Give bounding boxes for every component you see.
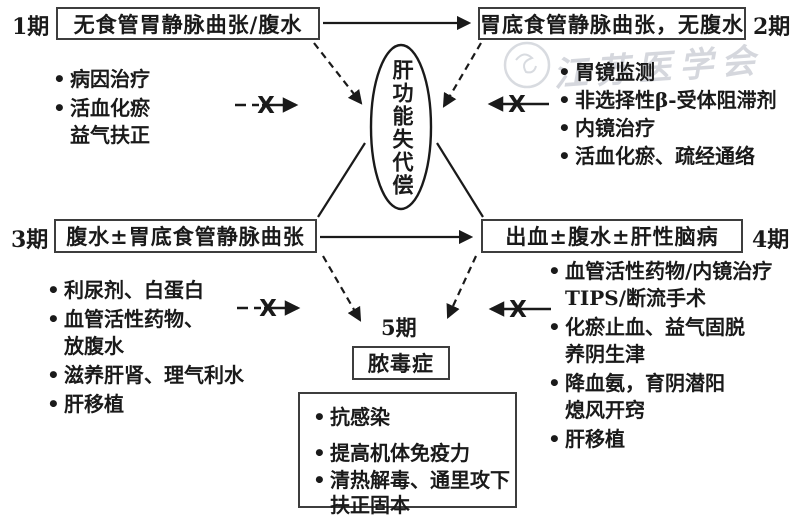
- dashed-arrow-stage1-to-decompensation: [313, 42, 363, 105]
- list-item: 活血化瘀、疏经通络: [558, 143, 777, 169]
- block-x-mark: X: [509, 297, 527, 323]
- list-item: 利尿剂、白蛋白: [47, 277, 244, 304]
- stage4-box: 出血±腹水±肝性脑病: [481, 219, 743, 253]
- stage5-treatment-box: 抗感染 提高机体免疫力 清热解毒、通里攻下 扶正固本: [298, 392, 517, 517]
- blocked-arrow-stage1: X: [235, 93, 299, 119]
- list-item: 滋养肝肾、理气利水: [47, 362, 244, 389]
- stage3-treatment-list: 利尿剂、白蛋白 血管活性药物、 放腹水 滋养肝肾、理气利水 肝移植: [47, 277, 244, 420]
- stage1-box: 无食管胃静脉曲张/腹水: [56, 7, 320, 40]
- list-item: 血管活性药物、 放腹水: [47, 306, 244, 360]
- list-item: 清热解毒、通里攻下 扶正固本: [313, 468, 511, 518]
- dashed-arrow-stage3-to-stage5: [322, 255, 362, 322]
- list-item: 抗感染: [313, 405, 511, 430]
- list-item: 非选择性β-受体阻滞剂: [558, 87, 777, 113]
- blocked-arrow-stage4: X: [488, 297, 551, 323]
- stage5-box: 脓毒症: [352, 346, 450, 380]
- blocked-arrow-stage3: X: [237, 296, 301, 322]
- stage5-treatment-list: 抗感染 提高机体免疫力 清热解毒、通里攻下 扶正固本: [300, 394, 515, 518]
- dashed-arrow-stage4-to-stage5: [446, 255, 477, 319]
- list-item: 内镜治疗: [558, 115, 777, 141]
- list-item: 活血化瘀 益气扶正: [53, 95, 150, 149]
- list-item: 肝移植: [47, 391, 244, 418]
- dashed-arrow-stage2-to-decompensation: [442, 42, 482, 108]
- stage2-box: 胃底食管静脉曲张，无腹水: [478, 7, 746, 40]
- blocked-arrow-stage2: X: [487, 92, 549, 118]
- block-x-mark: X: [259, 296, 277, 322]
- list-item: 提高机体免疫力: [313, 441, 511, 466]
- list-item: 肝移植: [548, 426, 772, 453]
- block-x-mark: X: [257, 93, 275, 119]
- stage2-treatment-list: 胃镜监测 非选择性β-受体阻滞剂 内镜治疗 活血化瘀、疏经通络: [558, 59, 777, 171]
- stage3-box: 腹水±胃底食管静脉曲张: [54, 219, 317, 253]
- stage3-label: 3期: [11, 227, 49, 253]
- list-item: 化瘀止血、益气固脱 养阴生津: [548, 314, 772, 368]
- list-item: 胃镜监测: [558, 59, 777, 85]
- line-decompensation-to-stage4: [436, 142, 484, 218]
- list-item: 降血氨，育阴潜阳 熄风开窍: [548, 370, 772, 424]
- list-item: 血管活性药物/内镜治疗 TIPS/断流手术: [548, 258, 772, 312]
- decompensation-ellipse: [369, 43, 433, 211]
- decompensation-label: 肝功能失代偿: [390, 59, 415, 197]
- stage1-treatment-list: 病因治疗 活血化瘀 益气扶正: [53, 66, 150, 151]
- list-item: 病因治疗: [53, 66, 150, 93]
- stage4-label: 4期: [752, 227, 790, 253]
- block-x-mark: X: [508, 92, 526, 118]
- line-decompensation-to-stage3: [317, 142, 366, 218]
- stage1-label: 1期: [12, 14, 50, 40]
- stage5-label: 5期: [381, 315, 417, 340]
- stage4-treatment-list: 血管活性药物/内镜治疗 TIPS/断流手术 化瘀止血、益气固脱 养阴生津 降血氨…: [548, 258, 772, 455]
- watermark-seal-icon: [503, 41, 551, 89]
- stage2-label: 2期: [753, 14, 791, 40]
